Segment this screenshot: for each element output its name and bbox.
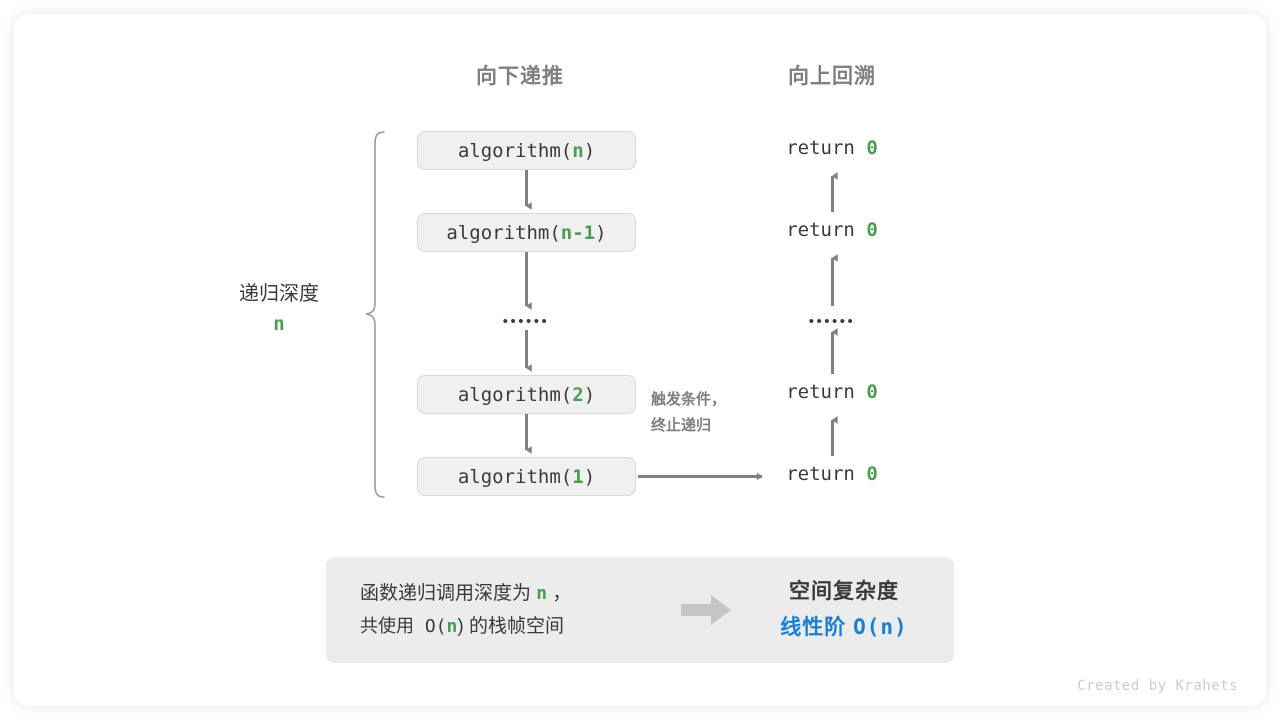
- return-label-3: return 0: [724, 381, 940, 403]
- return-value-4: 0: [866, 463, 878, 485]
- call-box-1-close: ): [583, 465, 596, 488]
- return-keyword-1: return: [786, 137, 867, 159]
- summary-line-2: 共使用 O(n) 的栈帧空间: [360, 610, 666, 643]
- return-value-2: 0: [866, 219, 878, 241]
- summary-line-1-n: n: [536, 582, 548, 604]
- terminate-condition-line2: 终止递归: [651, 417, 712, 435]
- column-header-descend: 向下递推: [476, 65, 564, 88]
- ellipsis-ascend: ••••••: [808, 313, 856, 330]
- right-arrow-icon: [666, 593, 748, 627]
- call-box-n-1-close: ): [595, 221, 607, 244]
- ellipsis-descend: ••••••: [502, 313, 550, 330]
- call-box-n-close: ): [583, 139, 596, 162]
- return-keyword-4: return: [786, 463, 867, 485]
- summary-line-1a: 函数递归调用深度为: [360, 582, 537, 604]
- return-label-1: return 0: [724, 137, 940, 159]
- summary-description: 函数递归调用深度为 n ， 共使用 O(n) 的栈帧空间: [326, 577, 666, 644]
- call-box-n-1-arg: n-1: [560, 221, 596, 244]
- terminate-condition-note: 触发条件， 终止递归: [651, 387, 771, 440]
- recursion-depth-label: 递归深度 n: [204, 279, 354, 339]
- call-box-2[interactable]: algorithm(2): [417, 375, 636, 414]
- call-box-2-name: algorithm(: [457, 383, 573, 406]
- call-box-1[interactable]: algorithm(1): [417, 457, 636, 496]
- call-box-n-arg: n: [572, 139, 584, 162]
- terminate-condition-line1: 触发条件，: [651, 391, 727, 408]
- summary-result-value: 线性阶 O(n): [748, 610, 940, 646]
- summary-result-caption: 空间复杂度: [789, 579, 899, 603]
- summary-line-2a: 共使用 O(: [360, 616, 447, 637]
- summary-result-expr: O(n): [853, 614, 908, 639]
- summary-line-2b: ) 的栈帧空间: [457, 616, 564, 637]
- depth-brace: [365, 131, 385, 498]
- diagram-stage: 向下递推 向上回溯: [14, 14, 1266, 706]
- summary-line-2-n: n: [446, 616, 458, 637]
- return-value-1: 0: [866, 137, 878, 159]
- watermark-credit: Created by Krahets: [1077, 678, 1238, 694]
- summary-panel: 函数递归调用深度为 n ， 共使用 O(n) 的栈帧空间 空间复杂度 线性阶 O…: [326, 557, 954, 663]
- return-label-4: return 0: [724, 463, 940, 485]
- return-keyword-3: return: [786, 381, 867, 403]
- summary-line-1: 函数递归调用深度为 n ，: [360, 577, 666, 610]
- call-box-n-1-name: algorithm(: [446, 221, 561, 244]
- summary-result-order: 线性阶: [780, 615, 854, 639]
- call-box-2-close: ): [583, 383, 596, 406]
- summary-line-1b: ，: [547, 582, 572, 604]
- call-box-2-arg: 2: [572, 383, 584, 406]
- recursion-depth-value: n: [273, 313, 285, 335]
- call-box-n-1[interactable]: algorithm(n-1): [417, 213, 636, 252]
- call-box-1-name: algorithm(: [457, 465, 573, 488]
- return-label-2: return 0: [724, 219, 940, 241]
- return-value-3: 0: [866, 381, 878, 403]
- call-box-1-arg: 1: [572, 465, 584, 488]
- call-box-n[interactable]: algorithm(n): [417, 131, 636, 170]
- diagram-canvas: 向下递推 向上回溯: [14, 14, 1266, 706]
- return-keyword-2: return: [786, 219, 867, 241]
- call-box-n-name: algorithm(: [457, 139, 573, 162]
- summary-result: 空间复杂度 线性阶 O(n): [748, 575, 954, 645]
- recursion-depth-text: 递归深度: [239, 283, 319, 305]
- column-header-ascend: 向上回溯: [788, 65, 876, 88]
